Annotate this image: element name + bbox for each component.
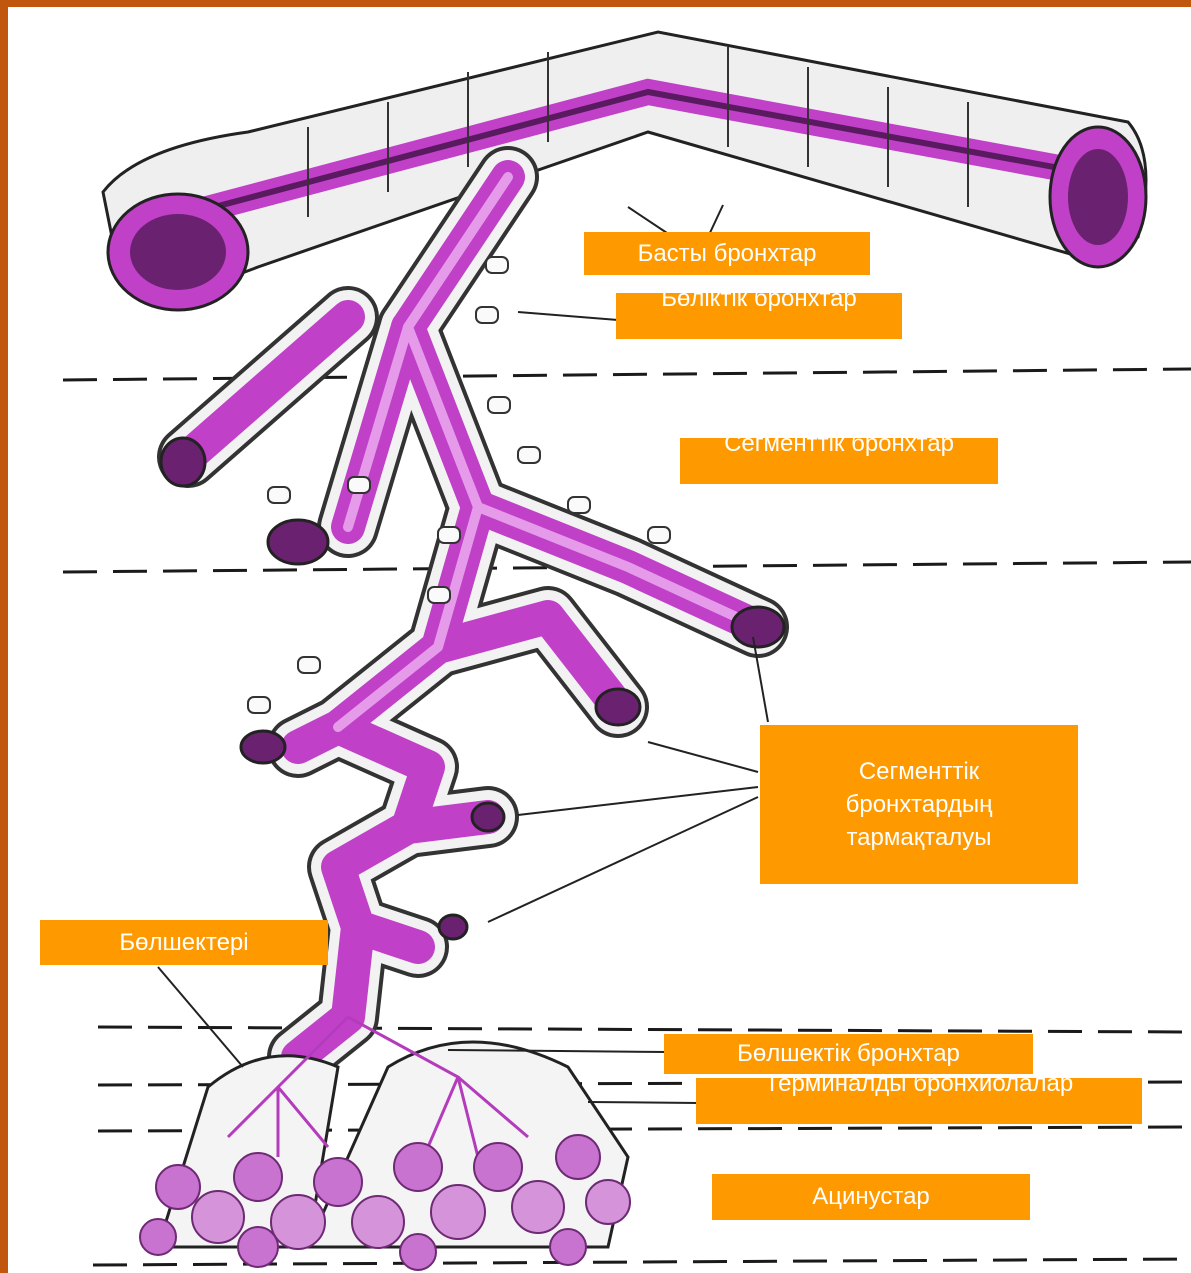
label-lobar-bronchi: Бөліктік бронхтар	[616, 293, 902, 339]
lobules-acini	[140, 1017, 630, 1270]
label-segmental-branching: Сегменттік бронхтардың тармақталуы	[760, 725, 1078, 884]
diagram-stage: Басты бронхтар Бөліктік бронхтар Сегмент…	[8, 7, 1191, 1273]
label-acini: Ацинустар	[712, 1174, 1030, 1220]
label-terminal-bronchioles: Терминалды бронхиолалар	[696, 1078, 1142, 1124]
label-segmental-bronchi: Сегменттік бронхтар	[680, 438, 998, 484]
label-lobular-bronchi: Бөлшектік бронхтар	[664, 1034, 1033, 1074]
label-main-bronchi: Басты бронхтар	[584, 232, 870, 275]
label-lobules: Бөлшектері	[40, 920, 328, 965]
